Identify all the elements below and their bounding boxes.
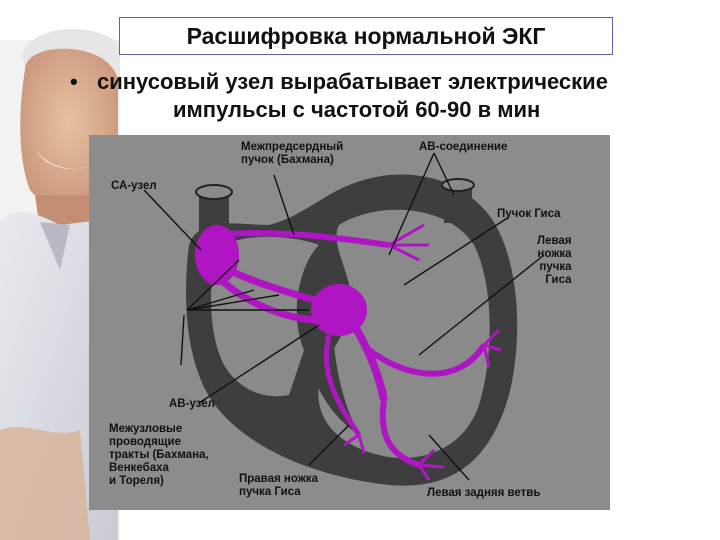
label-left-posterior-fascicle: Левая задняя ветвь [427,487,541,499]
slide-title: Расшифровка нормальной ЭКГ [186,22,546,49]
slide-title-box: Расшифровка нормальной ЭКГ [119,17,613,55]
heart-conduction-diagram: Межпредсердный пучок (Бахмана) АВ-соедин… [89,135,610,510]
av-node-shape [311,284,367,336]
label-his-bundle: Пучок Гиса [497,208,561,220]
label-left-bundle-branch: Левая ножка пучка Гиса [537,235,572,286]
label-right-bundle-branch: Правая ножка пучка Гиса [239,473,319,498]
label-pointers [143,152,545,481]
heart-illustration [143,152,545,486]
label-interatrial-bundle: Межпредсердный пучок (Бахмана) [241,141,344,166]
label-internodal-tracts: Межузловые проводящие тракты (Бахмана, В… [109,423,209,487]
bullet-text-line-1: синусовый узел вырабатывает электрически… [97,69,608,94]
label-av-junction: АВ-соединение [419,141,508,153]
label-av-node: АВ-узел [169,398,215,410]
bullet-marker: • [70,69,78,94]
bullet-text-line-2: импульсы с частотой 60-90 в мин [173,97,541,122]
label-sa-node: СА-узел [111,180,157,192]
